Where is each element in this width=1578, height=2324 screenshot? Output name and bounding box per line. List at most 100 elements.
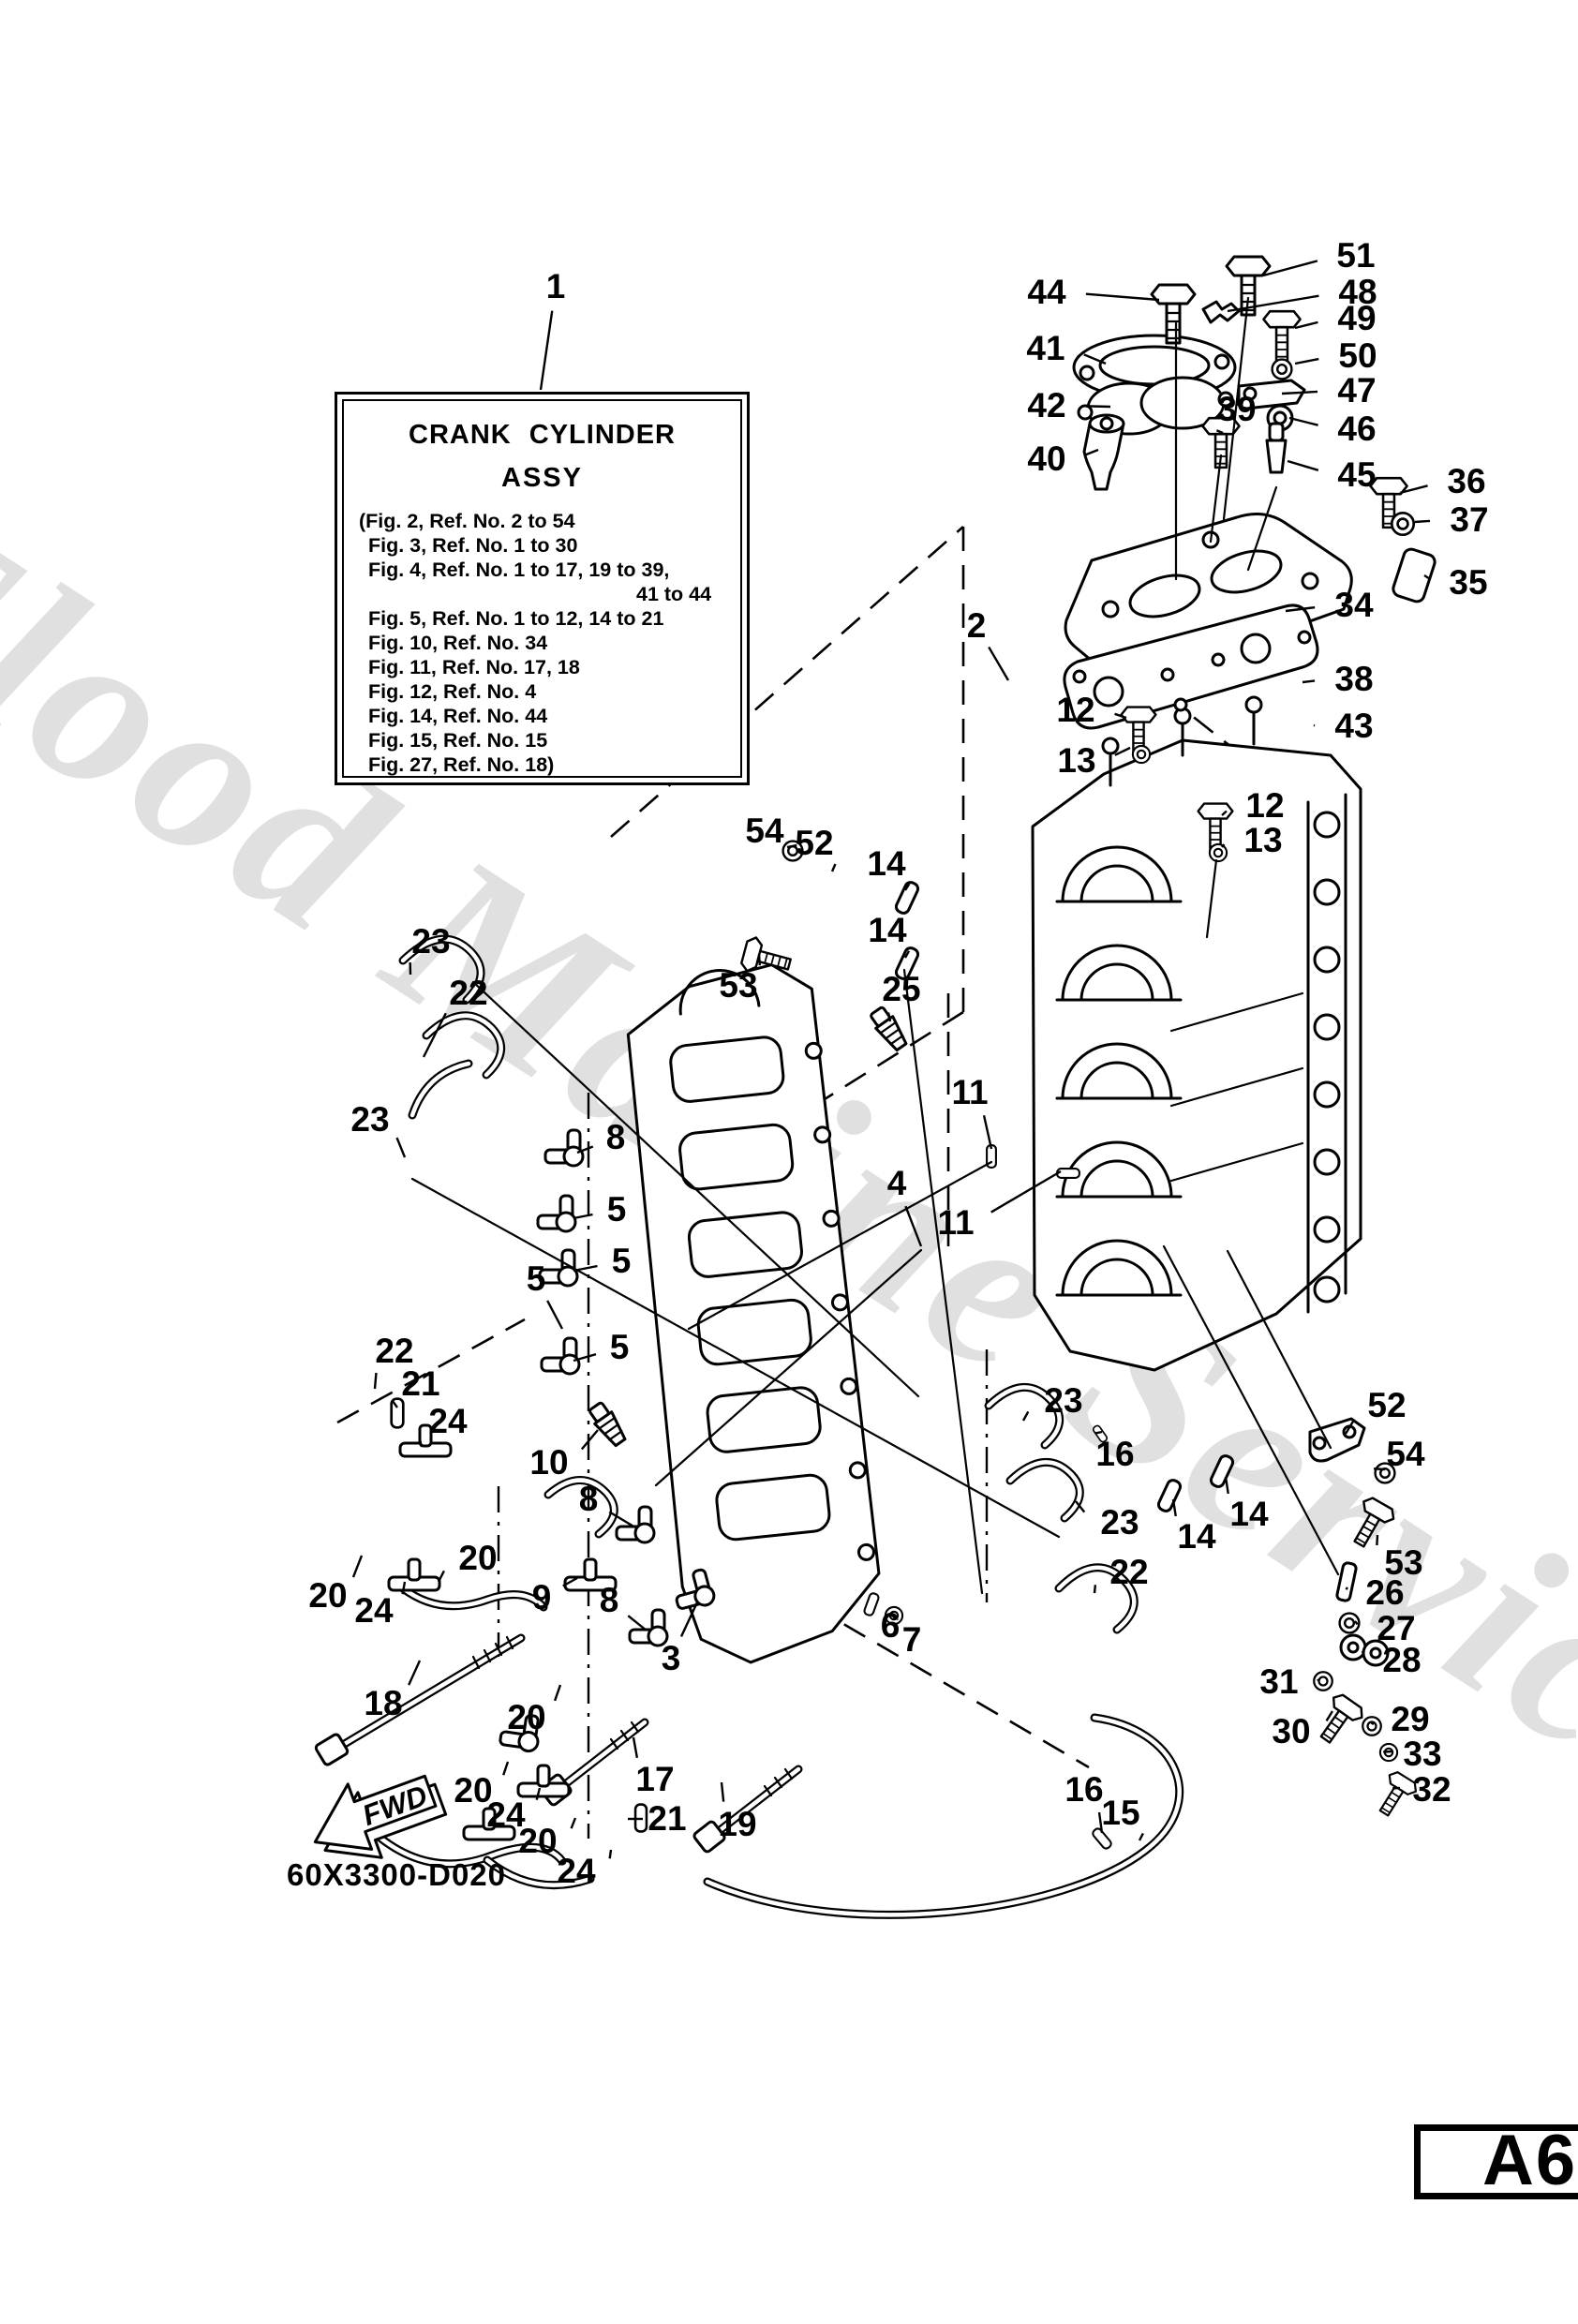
leader-line-36 (1399, 484, 1428, 495)
callout-1: 1 (545, 267, 566, 305)
leader-line-14 (1224, 1476, 1229, 1495)
leader-line-20 (437, 1570, 445, 1583)
leader-line-33 (1383, 1750, 1393, 1753)
leader-lines (351, 260, 1431, 1859)
engine-block-left (626, 963, 881, 1664)
assembly-title-line2: ASSY (501, 463, 583, 493)
leader-line-11 (990, 1169, 1062, 1214)
callout-43: 43 (1334, 707, 1374, 745)
callout-10: 10 (529, 1443, 569, 1482)
callout-27: 27 (1377, 1609, 1416, 1647)
callout-51: 51 (1336, 236, 1376, 275)
callout-16: 16 (1095, 1435, 1135, 1473)
leader-line-20 (502, 1761, 510, 1776)
leader-line-23 (1075, 1500, 1086, 1513)
callout-33: 33 (1403, 1735, 1442, 1773)
leader-line-45 (1287, 459, 1319, 471)
clamp-35 (1392, 547, 1437, 603)
callout-11: 11 (937, 1203, 975, 1242)
leader-line-15 (1138, 1832, 1144, 1841)
callout-12: 12 (1056, 691, 1095, 729)
link-26-28 (1335, 1561, 1390, 1667)
callout-20: 20 (458, 1539, 498, 1577)
callout-22: 22 (449, 974, 488, 1012)
leader-line-16 (1097, 1811, 1104, 1834)
callout-48: 48 (1338, 273, 1377, 311)
bolt-19 (692, 1765, 803, 1854)
figure-reference-line: 41 to 44 (636, 583, 712, 605)
leader-line-54 (786, 843, 797, 849)
callout-21: 21 (648, 1799, 687, 1838)
leader-line-20 (553, 1684, 562, 1702)
leader-line-12 (1114, 712, 1127, 720)
callout-25: 25 (882, 970, 921, 1008)
leader-line-38 (1302, 679, 1316, 684)
leader-line-19 (720, 1781, 725, 1802)
callout-29: 29 (1391, 1700, 1430, 1738)
leader-line-25 (886, 1012, 892, 1022)
leader-line-17 (632, 1736, 639, 1759)
leader-line-51 (1262, 260, 1318, 277)
leader-line-40 (1084, 448, 1099, 456)
callout-24: 24 (354, 1591, 394, 1630)
figure-reference-line: Fig. 15, Ref. No. 15 (368, 729, 548, 752)
figure-reference-line: Fig. 12, Ref. No. 4 (368, 680, 537, 703)
callout-22: 22 (375, 1332, 414, 1370)
leader-line-24 (535, 1787, 542, 1800)
callout-7: 7 (901, 1620, 922, 1659)
callout-8: 8 (599, 1581, 619, 1619)
callout-15: 15 (1101, 1794, 1140, 1832)
callout-53: 53 (1384, 1543, 1423, 1582)
callout-47: 47 (1337, 371, 1377, 410)
leader-line-29 (1370, 1721, 1375, 1726)
valve-45 (1265, 422, 1288, 474)
callout-38: 38 (1334, 660, 1374, 698)
callout-4: 4 (886, 1164, 907, 1202)
callout-13: 13 (1243, 821, 1283, 859)
callout-23: 23 (411, 922, 451, 961)
callout-5: 5 (609, 1328, 630, 1366)
callout-20: 20 (308, 1576, 348, 1615)
callout-5: 5 (611, 1242, 632, 1280)
leader-line-12 (1221, 810, 1228, 816)
figure-reference-line: (Fig. 2, Ref. No. 2 to 54 (359, 510, 575, 532)
leader-line-42 (1085, 405, 1111, 409)
leader-line-10 (580, 1429, 599, 1451)
callout-2: 2 (966, 606, 987, 645)
callout-46: 46 (1337, 410, 1377, 448)
callout-14: 14 (1177, 1517, 1216, 1556)
leader-line-5 (573, 1213, 593, 1220)
callout-13: 13 (1057, 741, 1096, 780)
leader-line-52 (1344, 1419, 1356, 1435)
callout-35: 35 (1449, 563, 1488, 602)
callout-54: 54 (1386, 1435, 1425, 1473)
leader-line-26 (1345, 1587, 1348, 1590)
figure-reference-line: Fig. 14, Ref. No. 44 (368, 705, 548, 727)
figure-reference-line: Fig. 10, Ref. No. 34 (368, 632, 548, 654)
leader-line-23 (1021, 1410, 1030, 1422)
leader-line-4 (904, 1205, 923, 1247)
callout-32: 32 (1412, 1770, 1451, 1809)
leader-line-23 (395, 1137, 407, 1158)
leader-line-21 (392, 1400, 398, 1408)
leader-line-14 (903, 883, 911, 891)
leader-line-8 (608, 1511, 636, 1529)
callout-44: 44 (1027, 273, 1066, 311)
leader-line-34 (1285, 605, 1316, 613)
callout-52: 52 (795, 824, 834, 862)
leader-line-53 (757, 953, 762, 966)
leader-line-8 (576, 1145, 594, 1155)
callout-24: 24 (557, 1852, 596, 1890)
callout-52: 52 (1367, 1386, 1407, 1424)
callout-26: 26 (1365, 1573, 1405, 1612)
leader-line-16 (1094, 1430, 1103, 1435)
callout-12: 12 (1245, 786, 1285, 825)
callout-37: 37 (1450, 500, 1489, 539)
leader-line-9 (562, 1576, 578, 1587)
leader-line-5 (573, 1352, 597, 1363)
title-box: CRANK CYLINDER ASSY (Fig. 2, Ref. No. 2 … (335, 392, 750, 785)
leader-line-14 (903, 950, 911, 959)
leader-line-22 (422, 1012, 447, 1058)
leader-line-41 (1083, 353, 1107, 365)
